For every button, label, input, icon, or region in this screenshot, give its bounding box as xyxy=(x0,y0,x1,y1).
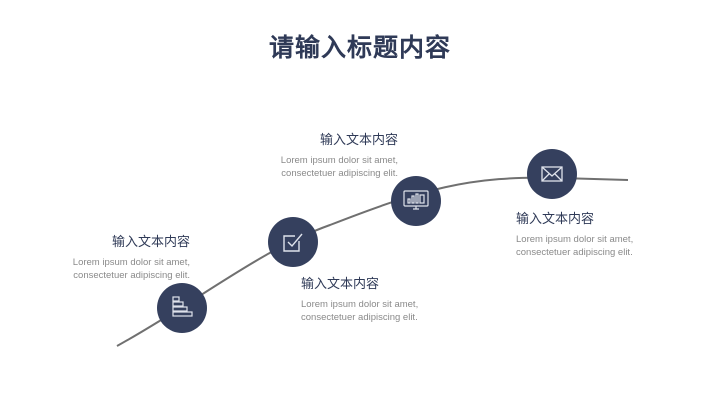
step-1-text: 输入文本内容 Lorem ipsum dolor sit amet, conse… xyxy=(73,231,190,282)
step-2-text: 输入文本内容 Lorem ipsum dolor sit amet, conse… xyxy=(301,273,418,324)
monitor-chart-icon xyxy=(403,190,429,210)
checkbox-icon xyxy=(283,233,303,252)
step-1-circle xyxy=(157,283,207,333)
step-2-desc-1: Lorem ipsum dolor sit amet, xyxy=(301,299,419,310)
bar-steps-icon xyxy=(172,296,193,317)
step-1-heading: 输入文本内容 xyxy=(111,235,190,250)
step-3-desc-1: Lorem ipsum dolor sit amet, xyxy=(280,155,398,166)
step-1-desc-1: Lorem ipsum dolor sit amet, xyxy=(72,257,190,268)
envelope-icon xyxy=(541,166,563,182)
step-3-text: 输入文本内容 Lorem ipsum dolor sit amet, conse… xyxy=(281,129,398,180)
step-3-circle xyxy=(391,176,441,226)
step-3-desc-2: consectetuer adipiscing elit. xyxy=(281,168,398,179)
step-2-desc-2: consectetuer adipiscing elit. xyxy=(301,312,418,323)
step-4-desc-2: consectetuer adipiscing elit. xyxy=(516,247,633,258)
step-4-heading: 输入文本内容 xyxy=(516,212,595,227)
step-4-text: 输入文本内容 Lorem ipsum dolor sit amet, conse… xyxy=(516,208,633,259)
step-4-desc-1: Lorem ipsum dolor sit amet, xyxy=(516,234,634,245)
step-2-heading: 输入文本内容 xyxy=(301,277,380,292)
step-1-desc-2: consectetuer adipiscing elit. xyxy=(73,270,190,281)
step-2-circle xyxy=(268,217,318,267)
page-title: 请输入标题内容 xyxy=(268,33,451,62)
step-3-heading: 输入文本内容 xyxy=(319,133,398,148)
step-4-circle xyxy=(527,149,577,199)
